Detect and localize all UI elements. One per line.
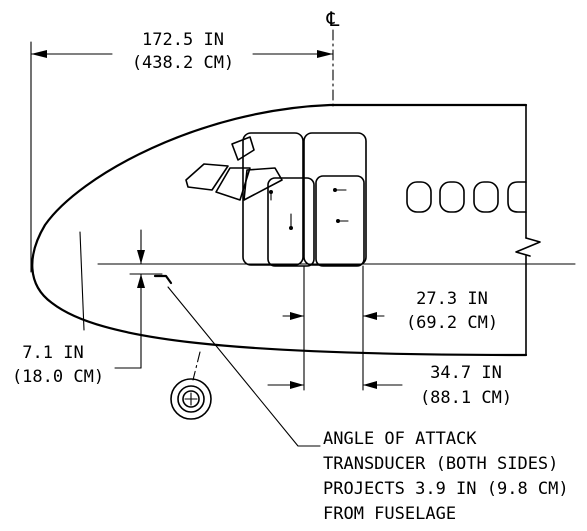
transducer-leader-line — [167, 286, 321, 447]
transducer-dim-centimeters: (18.0 CM) — [12, 367, 104, 387]
nose-gear-dashed-line — [192, 351, 201, 381]
overall-dim-centimeters: (438.2 CM) — [132, 53, 234, 73]
door-dim-upper-arrow-left — [290, 312, 304, 320]
transducer-dim-arrow-lower — [137, 274, 145, 288]
transducer-note-line-2: TRANSDUCER (BOTH SIDES) — [323, 454, 558, 474]
cockpit-windows — [185, 136, 283, 201]
overall-dim-inches: 172.5 IN — [142, 30, 224, 50]
door-dim-upper-arrow-right — [363, 312, 377, 320]
nose-gear-wheel — [170, 378, 212, 420]
forward-doors — [242, 132, 367, 267]
door-dim-upper-inches: 27.3 IN — [416, 289, 488, 309]
door-dim-lower-centimeters: (88.1 CM) — [420, 388, 512, 408]
centerline-symbol: ℄ — [326, 7, 340, 31]
transducer-note-line-1: ANGLE OF ATTACK — [323, 429, 477, 449]
passenger-windows — [406, 181, 527, 213]
door-dim-upper-centimeters: (69.2 CM) — [406, 313, 498, 333]
nose-inner-line — [79, 231, 85, 331]
transducer-dim-inches: 7.1 IN — [22, 343, 83, 363]
overall-dim-arrow-right — [317, 50, 333, 58]
fuselage-break-mark — [515, 237, 541, 257]
fuselage-upper-outline — [31, 103, 528, 357]
transducer-note-line-3: PROJECTS 3.9 IN (9.8 CM) — [323, 479, 569, 499]
transducer-note-line-4: FROM FUSELAGE — [323, 504, 456, 524]
transducer-dim-arrow-upper — [137, 250, 145, 264]
angle-of-attack-transducer — [153, 274, 173, 285]
overall-dim-arrow-left — [31, 50, 47, 58]
door-dim-lower-inches: 34.7 IN — [430, 363, 502, 383]
door-dim-lower-arrow-right — [363, 381, 377, 389]
door-dim-lower-arrow-left — [290, 381, 304, 389]
